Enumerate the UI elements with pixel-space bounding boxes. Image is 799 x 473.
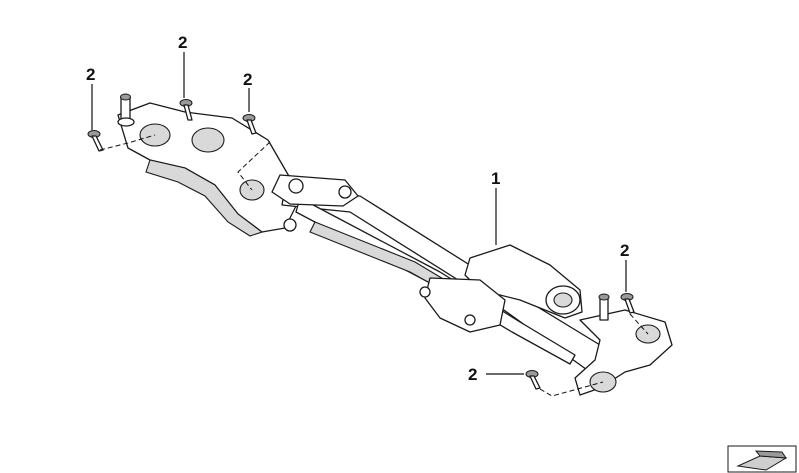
screw-right — [620, 293, 635, 314]
callout-assembly: 1 — [491, 169, 500, 188]
screw-bottom — [525, 370, 541, 390]
leader-lines — [91, 52, 649, 397]
callout-screw-top-left: 2 — [86, 65, 95, 84]
screw-top-left — [87, 130, 104, 152]
callout-screw-right: 2 — [620, 241, 629, 260]
callout-screw-top-right: 2 — [243, 70, 252, 89]
callout-screw-bottom: 2 — [468, 365, 477, 384]
screw-top-center — [179, 99, 193, 121]
screw-top-right — [242, 114, 257, 135]
wiper-motor — [419, 244, 583, 333]
ribbon-arrow-icon — [727, 445, 797, 473]
callout-screw-top-center: 2 — [178, 33, 187, 52]
left-mounting-bracket — [117, 93, 299, 237]
